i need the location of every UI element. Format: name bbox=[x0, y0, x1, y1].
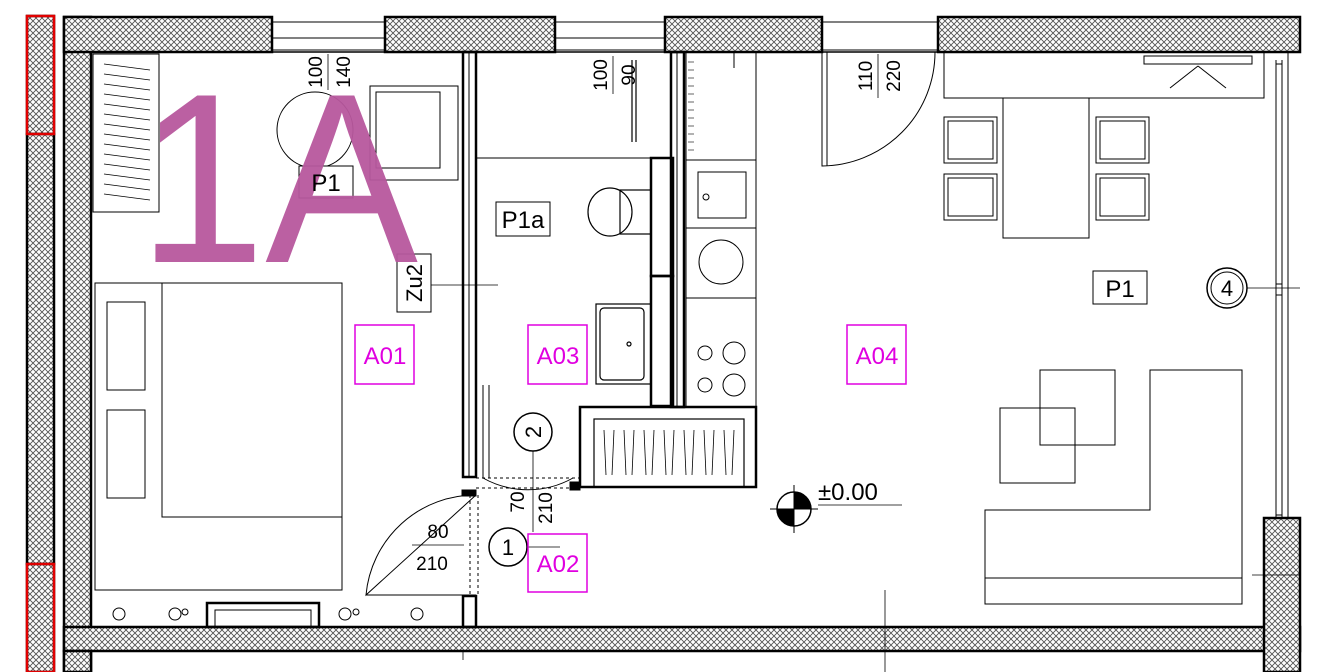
room-type-bedroom: P1 bbox=[311, 170, 340, 197]
dim-win-c-bottom: 220 bbox=[884, 60, 905, 92]
door-marker-1-label: 1 bbox=[502, 535, 514, 560]
dim-door-1-width: 80 bbox=[427, 522, 448, 543]
right-wall-lower bbox=[1262, 516, 1302, 672]
highlight-upper bbox=[25, 14, 56, 136]
bathroom-fixtures bbox=[587, 60, 652, 385]
washbasin bbox=[595, 303, 652, 385]
toilet bbox=[619, 189, 652, 235]
top-wall-3 bbox=[663, 15, 824, 54]
dim-win-b-bottom: 90 bbox=[619, 64, 640, 85]
bottom-wall-lower bbox=[62, 649, 93, 672]
window-marker-4 bbox=[1206, 267, 1248, 309]
room-tag-a01: A01 bbox=[364, 343, 407, 370]
dim-door-2-width: 70 bbox=[508, 491, 529, 512]
room-tag-a04: A04 bbox=[856, 343, 899, 370]
door-marker-2 bbox=[513, 412, 553, 452]
top-wall-4 bbox=[936, 15, 1302, 54]
windows-top bbox=[272, 21, 938, 51]
door-marker-2-label: 2 bbox=[521, 426, 546, 438]
kitchen bbox=[685, 51, 757, 408]
unit-label: 1A bbox=[138, 44, 418, 314]
right-window bbox=[1275, 52, 1289, 518]
room-type-living: P1 bbox=[1105, 276, 1134, 303]
dim-win-a-top: 100 bbox=[306, 56, 327, 88]
appliance bbox=[698, 239, 744, 285]
doors bbox=[365, 51, 936, 597]
partitions bbox=[461, 50, 758, 629]
sofa bbox=[984, 369, 1243, 605]
bed bbox=[94, 282, 343, 591]
left-wall-lower bbox=[25, 562, 56, 672]
top-wall-1 bbox=[62, 15, 274, 54]
level-marker bbox=[770, 485, 818, 533]
door-marker-1 bbox=[488, 527, 528, 567]
window-marker-4-label: 4 bbox=[1221, 276, 1233, 301]
bottom-wall bbox=[62, 625, 1302, 653]
room-tag-a02: A02 bbox=[537, 551, 580, 578]
main-left-wall bbox=[62, 15, 93, 672]
room-type-bath: P1a bbox=[502, 207, 545, 234]
armchair bbox=[369, 85, 459, 181]
left-wall-middle bbox=[25, 132, 56, 566]
dining-table bbox=[1002, 97, 1090, 239]
dim-win-c-top: 110 bbox=[856, 61, 877, 91]
dim-door-2-height: 210 bbox=[536, 492, 557, 524]
dim-win-b-top: 100 bbox=[591, 59, 612, 91]
top-wall-2 bbox=[383, 15, 557, 54]
dim-win-a-bottom: 140 bbox=[334, 56, 355, 88]
living-furniture bbox=[943, 51, 1265, 605]
sink bbox=[697, 171, 747, 219]
room-tag-a03: A03 bbox=[537, 343, 580, 370]
dim-door-1-height: 210 bbox=[416, 554, 448, 575]
level-label: ±0.00 bbox=[818, 479, 878, 506]
zu2-label: Zu2 bbox=[402, 264, 427, 302]
highlight-lower bbox=[25, 562, 56, 672]
left-wall-upper bbox=[25, 14, 56, 136]
bedroom-furniture bbox=[92, 53, 459, 629]
